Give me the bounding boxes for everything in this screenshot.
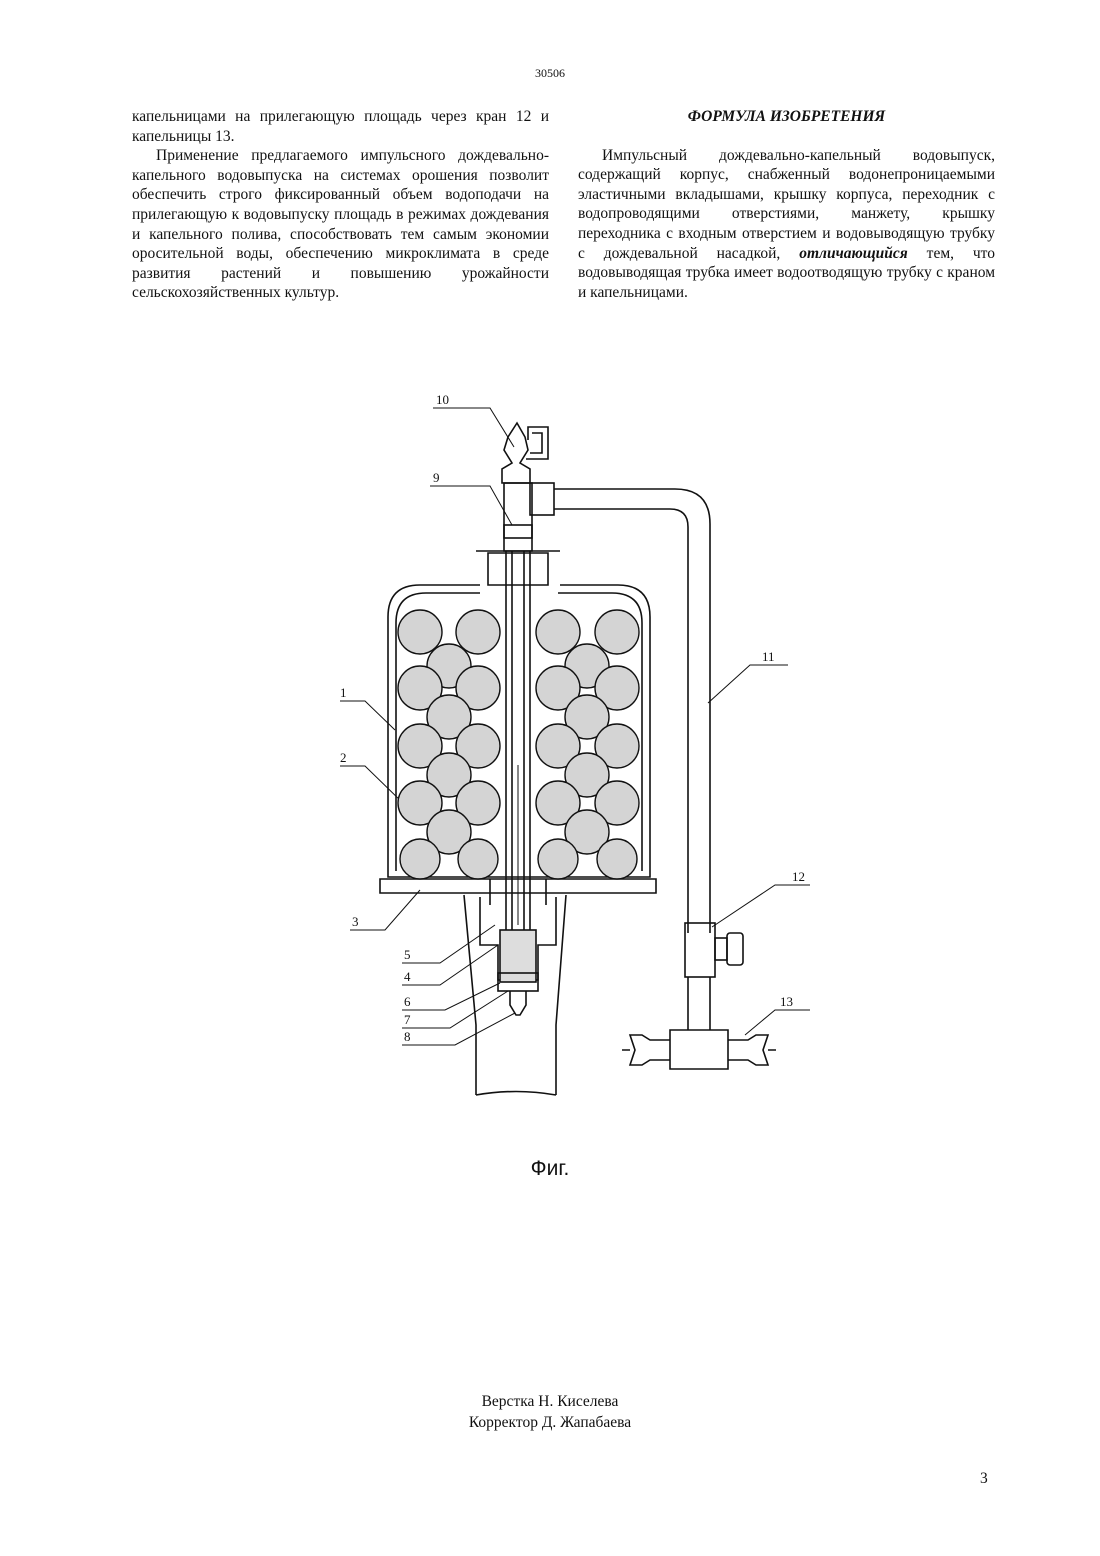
label-2: 2	[340, 750, 347, 765]
label-13: 13	[780, 994, 793, 1009]
footer: Верстка Н. Киселева Корректор Д. Жапабае…	[0, 1391, 1100, 1433]
technical-drawing: 10 9 1 2 3 5 4 6 7 8 11 12 13	[330, 385, 810, 1115]
inlet-fitting	[510, 991, 526, 1015]
label-4: 4	[404, 969, 411, 984]
paragraph-continuation: капельницами на прилегающую площадь чере…	[132, 107, 549, 146]
dripper-right	[728, 1035, 768, 1065]
figure-caption: Фиг.	[0, 1157, 1100, 1181]
claims-title: ФОРМУЛА ИЗОБРЕТЕНИЯ	[578, 107, 995, 127]
adapter-cuff	[500, 930, 536, 982]
nozzle-hook	[526, 427, 548, 459]
dripper-left	[630, 1035, 670, 1065]
right-text-column: ФОРМУЛА ИЗОБРЕТЕНИЯ Импульсный дождеваль…	[578, 107, 995, 302]
label-12: 12	[792, 869, 805, 884]
page-number: 3	[980, 1470, 988, 1488]
left-text-column: капельницами на прилегающую площадь чере…	[132, 107, 549, 303]
outlet-tube-top	[504, 483, 532, 538]
housing-neck	[488, 553, 548, 585]
label-11: 11	[762, 649, 775, 664]
label-5: 5	[404, 947, 411, 962]
label-3: 3	[352, 914, 359, 929]
tee-fitting	[530, 483, 554, 515]
paragraph-application: Применение предлагаемого импульсного дож…	[132, 146, 549, 303]
label-10: 10	[436, 392, 449, 407]
drip-manifold	[670, 1030, 728, 1069]
claim-emphasis: отличающийся	[799, 245, 908, 262]
sprinkler-nozzle	[502, 423, 530, 483]
label-8: 8	[404, 1029, 411, 1044]
label-1: 1	[340, 685, 347, 700]
label-7: 7	[404, 1012, 411, 1027]
footer-proofreader: Корректор Д. Жапабаева	[0, 1412, 1100, 1433]
document-number: 30506	[0, 66, 1100, 81]
label-6: 6	[404, 994, 411, 1009]
label-9: 9	[433, 470, 440, 485]
footer-layout-editor: Верстка Н. Киселева	[0, 1391, 1100, 1412]
claim-text: Импульсный дождевально-капельный водовып…	[578, 146, 995, 303]
valve-handle	[715, 938, 727, 960]
